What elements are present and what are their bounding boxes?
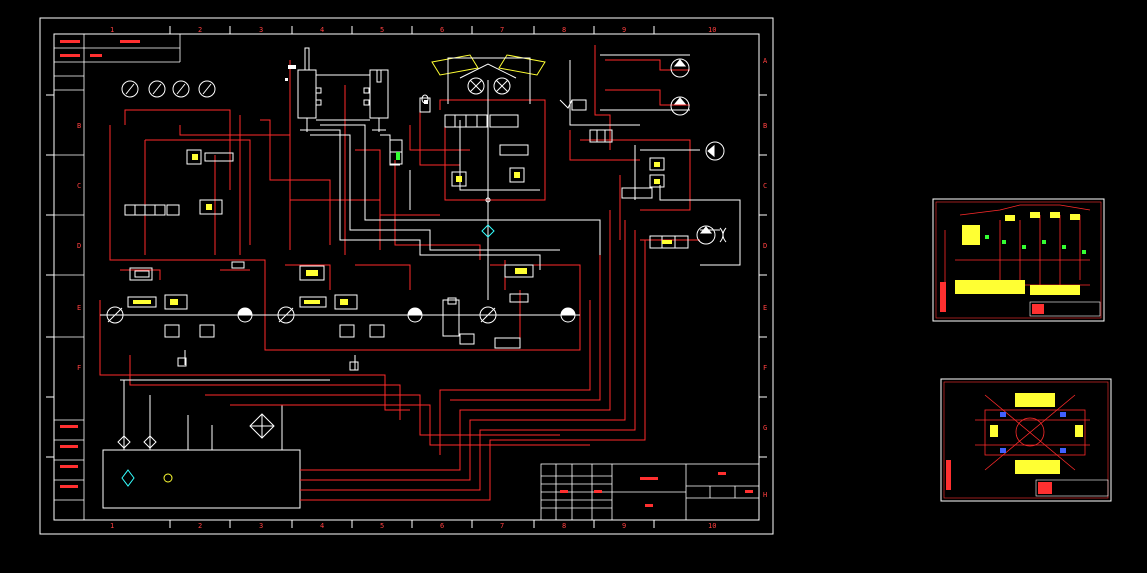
col-label-3: 3: [259, 26, 263, 34]
row-label-e: E: [763, 304, 767, 312]
pump-icon: [670, 58, 690, 78]
pressure-gauges: [121, 80, 216, 98]
column-ticks: [46, 26, 767, 528]
pump-icon: [277, 306, 295, 324]
col-label-4: 4: [320, 26, 324, 34]
col-label-5: 5: [380, 26, 384, 34]
reservoir-tank: [102, 380, 301, 509]
directional-valve: [589, 129, 613, 143]
col-label-10-bottom: 10: [708, 522, 716, 530]
cylinder-icon: [297, 69, 317, 119]
col-label-7: 7: [500, 26, 504, 34]
hydraulic-cylinders: [297, 47, 389, 132]
row-label-f: F: [763, 364, 767, 372]
grid-labels: 1 2 3 4 5 6 7 8 9 10 1 2 3 4 5 6 7 8 9 1…: [77, 26, 768, 530]
pump-icon: [106, 306, 124, 324]
gauge-icon: [121, 80, 139, 98]
directional-valve: [649, 235, 689, 249]
row-label-b: B: [763, 122, 767, 130]
motor-icon: [493, 77, 511, 95]
row-label-d-left: D: [77, 242, 81, 250]
col-label-8: 8: [562, 26, 566, 34]
left-margin-strip: [53, 33, 181, 521]
pump-motor-fills: [238, 308, 575, 315]
white-hydraulic-lines: [100, 54, 741, 381]
thumbnail-assembly-2: [940, 378, 1112, 502]
cylinder-markers: [285, 65, 370, 106]
tank-filter-icons: [121, 469, 173, 487]
row-label-e-left: E: [77, 304, 81, 312]
gauge-icon: [148, 80, 166, 98]
gauge-icon: [198, 80, 216, 98]
main-sheet: [39, 17, 774, 535]
actuator-assembly: [431, 54, 546, 104]
pump-icon: [696, 225, 716, 245]
pump-icon: [670, 96, 690, 116]
col-label-5-bottom: 5: [380, 522, 384, 530]
thumbnail-assembly-1: [932, 198, 1105, 322]
pumps-motors: [106, 58, 727, 324]
valve-blocks: [124, 97, 689, 371]
col-label-10: 10: [708, 26, 716, 34]
motor-icon: [467, 77, 485, 95]
col-label-4-bottom: 4: [320, 522, 324, 530]
col-label-7-bottom: 7: [500, 522, 504, 530]
row-label-g: G: [763, 424, 767, 432]
col-label-8-bottom: 8: [562, 522, 566, 530]
title-block: [540, 463, 760, 521]
red-hydraulic-lines: [99, 45, 700, 501]
row-label-a: A: [763, 57, 768, 65]
row-label-c-left: C: [77, 182, 81, 190]
outer-frame: [39, 17, 774, 535]
row-label-d: D: [763, 242, 767, 250]
col-label-2: 2: [198, 26, 202, 34]
title-block-marks: [560, 472, 753, 507]
left-margin-marks: [60, 40, 140, 488]
col-label-1-bottom: 1: [110, 522, 114, 530]
col-label-3-bottom: 3: [259, 522, 263, 530]
row-label-b-left: B: [77, 122, 81, 130]
col-label-6-bottom: 6: [440, 522, 444, 530]
row-label-h: H: [763, 491, 767, 499]
misc-symbols: [231, 94, 573, 305]
gauge-icon: [172, 80, 190, 98]
cylinder-icon: [369, 69, 389, 119]
row-label-f-left: F: [77, 364, 81, 372]
pump-icon: [705, 141, 725, 161]
row-label-c: C: [763, 182, 767, 190]
col-label-2-bottom: 2: [198, 522, 202, 530]
pump-icon: [479, 306, 497, 324]
valve-accents: [133, 100, 672, 305]
col-label-1: 1: [110, 26, 114, 34]
col-label-9: 9: [622, 26, 626, 34]
col-label-6: 6: [440, 26, 444, 34]
col-label-9-bottom: 9: [622, 522, 626, 530]
